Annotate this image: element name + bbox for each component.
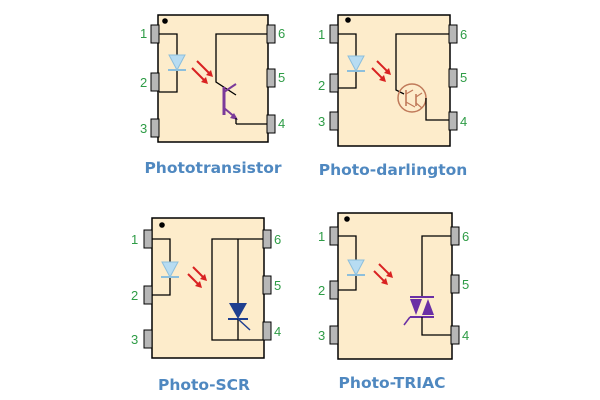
pin-4 bbox=[448, 111, 458, 131]
pin-2 bbox=[329, 280, 339, 300]
pin-1 bbox=[329, 24, 339, 44]
pin-label-4: 4 bbox=[460, 114, 467, 129]
pin-2 bbox=[150, 72, 160, 92]
caption-photo-scr: Photo-SCR bbox=[157, 376, 250, 394]
led-icon bbox=[338, 235, 365, 291]
pin-3 bbox=[150, 118, 160, 138]
pin-label-6: 6 bbox=[460, 27, 467, 42]
pin-1 bbox=[143, 229, 153, 249]
caption-phototransistor: Phototransistor bbox=[144, 159, 282, 177]
pin-label-5: 5 bbox=[460, 70, 467, 85]
darlington-icon bbox=[395, 33, 449, 121]
pin-2 bbox=[143, 285, 153, 305]
pin-label-1: 1 bbox=[318, 27, 325, 42]
led-icon bbox=[338, 33, 365, 89]
pin-label-1: 1 bbox=[131, 232, 138, 247]
ic-body bbox=[337, 212, 453, 360]
led-icon bbox=[159, 33, 186, 93]
pin-3 bbox=[329, 325, 339, 345]
pin-label-1: 1 bbox=[140, 26, 147, 41]
pin-label-2: 2 bbox=[140, 75, 147, 90]
pin-4 bbox=[450, 325, 460, 345]
pin-1 bbox=[150, 24, 160, 44]
pin-4 bbox=[266, 114, 276, 134]
pin-5 bbox=[448, 68, 458, 88]
ic-body bbox=[157, 14, 269, 143]
light-arrows-icon bbox=[371, 60, 391, 82]
pin-label-6: 6 bbox=[462, 229, 469, 244]
scr-icon bbox=[211, 238, 263, 341]
ic-body bbox=[337, 14, 451, 147]
pin1-dot bbox=[344, 216, 350, 222]
pin1-dot bbox=[345, 17, 351, 23]
package-phototransistor: 1 2 3 6 5 4 bbox=[140, 10, 300, 150]
pin-label-5: 5 bbox=[278, 70, 285, 85]
package-photo-darlington: 1 2 3 6 5 4 bbox=[316, 10, 476, 150]
triac-icon bbox=[403, 235, 451, 336]
package-photo-scr: 1 2 3 6 5 4 bbox=[128, 210, 288, 360]
pin-5 bbox=[262, 275, 272, 295]
pin-label-2: 2 bbox=[131, 288, 138, 303]
pin-6 bbox=[262, 229, 272, 249]
light-arrows-icon bbox=[187, 266, 207, 288]
light-arrows-icon bbox=[373, 263, 393, 285]
pin1-dot bbox=[162, 18, 168, 24]
pin-label-6: 6 bbox=[278, 26, 285, 41]
phototransistor-icon bbox=[215, 33, 267, 125]
pin-label-6: 6 bbox=[274, 232, 281, 247]
pin-5 bbox=[450, 274, 460, 294]
pin-label-1: 1 bbox=[318, 229, 325, 244]
light-arrows-icon bbox=[191, 60, 213, 84]
pin-1 bbox=[329, 226, 339, 246]
pin-label-3: 3 bbox=[140, 121, 147, 136]
caption-photo-darlington: Photo-darlington bbox=[318, 161, 468, 179]
pin-label-2: 2 bbox=[318, 78, 325, 93]
pin-label-3: 3 bbox=[318, 328, 325, 343]
pin-label-3: 3 bbox=[318, 114, 325, 129]
pin-label-4: 4 bbox=[274, 324, 281, 339]
pin-6 bbox=[450, 226, 460, 246]
pin-5 bbox=[266, 68, 276, 88]
pin-label-4: 4 bbox=[278, 116, 285, 131]
pin-label-2: 2 bbox=[318, 283, 325, 298]
pin-label-3: 3 bbox=[131, 332, 138, 347]
led-icon bbox=[152, 238, 179, 296]
pin-2 bbox=[329, 73, 339, 93]
caption-photo-triac: Photo-TRIAC bbox=[338, 374, 446, 392]
package-photo-triac: 1 2 3 6 5 4 bbox=[316, 205, 476, 365]
pin-3 bbox=[329, 111, 339, 131]
pin-6 bbox=[448, 24, 458, 44]
pin-label-5: 5 bbox=[274, 278, 281, 293]
pin-3 bbox=[143, 329, 153, 349]
pin1-dot bbox=[159, 222, 165, 228]
pin-label-5: 5 bbox=[462, 277, 469, 292]
ic-body bbox=[151, 217, 265, 359]
pin-4 bbox=[262, 321, 272, 341]
pin-label-4: 4 bbox=[462, 328, 469, 343]
pin-6 bbox=[266, 24, 276, 44]
